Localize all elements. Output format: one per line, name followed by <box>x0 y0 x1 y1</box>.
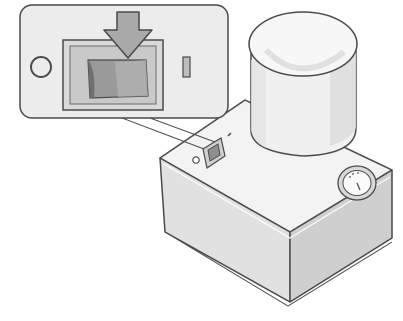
indicator-light <box>193 157 199 163</box>
pressure-gauge <box>338 166 376 200</box>
on-mark <box>183 57 190 77</box>
switch-callout <box>20 5 228 118</box>
indicator-light-magnified <box>31 57 51 77</box>
sealant-bottle <box>249 12 357 156</box>
power-switch-magnified <box>63 40 163 110</box>
